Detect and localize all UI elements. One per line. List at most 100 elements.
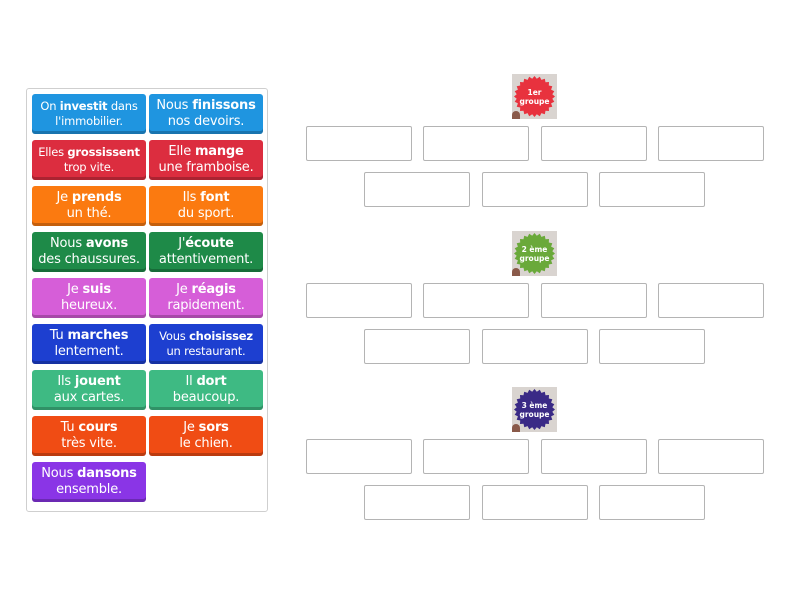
tile-verb: jouent xyxy=(74,374,121,389)
tile-complement: beaucoup. xyxy=(172,390,240,405)
tile-verb: dort xyxy=(196,374,227,389)
badge-2eme-groupe-icon xyxy=(514,233,555,274)
tile-subject: Elles xyxy=(38,145,68,159)
tile-complement: un restaurant. xyxy=(166,344,246,358)
tile-subject: Je xyxy=(56,190,72,205)
badge-1er-groupe-icon xyxy=(514,76,555,117)
drop-slot[interactable] xyxy=(482,485,588,520)
tile-subject: Vous xyxy=(159,329,190,343)
tile-complement: trop vite. xyxy=(63,160,115,174)
tile-verb: écoute xyxy=(185,236,234,251)
drop-slot[interactable] xyxy=(658,283,764,318)
avatar-icon xyxy=(512,268,520,276)
drop-slot[interactable] xyxy=(658,439,764,474)
tile-subject: Je xyxy=(67,282,83,297)
avatar-icon xyxy=(512,111,520,119)
tile-subject: Tu xyxy=(49,328,68,343)
drop-slot[interactable] xyxy=(364,485,470,520)
drop-slot[interactable] xyxy=(306,126,412,161)
tile-complement: une framboise. xyxy=(158,160,254,175)
drop-slot[interactable] xyxy=(364,329,470,364)
group-title-line2: groupe xyxy=(519,96,550,106)
tile-verb: investit xyxy=(59,99,108,113)
tile-verb: finissons xyxy=(192,98,256,113)
drop-slot[interactable] xyxy=(599,485,705,520)
group-title-line1: 2 ème xyxy=(521,244,548,254)
tile-verb: choisissez xyxy=(189,329,253,343)
tile-complement: rapidement. xyxy=(167,298,245,313)
tile-verb: prends xyxy=(71,190,122,205)
drop-slot[interactable] xyxy=(364,172,470,207)
tile-subject: Je xyxy=(176,282,192,297)
tile-verb: mange xyxy=(194,144,244,159)
tile-subject: Nous xyxy=(50,236,86,251)
tile-complement: aux cartes. xyxy=(53,390,125,405)
drop-slot[interactable] xyxy=(306,283,412,318)
drop-slot[interactable] xyxy=(423,283,529,318)
tile-verb: sors xyxy=(198,420,229,435)
tile-verb: marches xyxy=(67,328,129,343)
drop-slot[interactable] xyxy=(599,329,705,364)
drop-slot[interactable] xyxy=(599,172,705,207)
drop-slot[interactable] xyxy=(541,283,647,318)
tile-complement: un thé. xyxy=(66,206,112,221)
tile-verb: cours xyxy=(78,420,118,435)
drop-slot[interactable] xyxy=(658,126,764,161)
drop-slot[interactable] xyxy=(306,439,412,474)
group-title-line2: groupe xyxy=(519,253,550,263)
tile-subject: Elle xyxy=(168,144,195,159)
drop-slot[interactable] xyxy=(541,439,647,474)
drop-slot[interactable] xyxy=(482,172,588,207)
tile-subject: On xyxy=(40,99,60,113)
group-title-line1: 1er xyxy=(527,87,542,97)
drop-slot[interactable] xyxy=(541,126,647,161)
tile-subject: Tu xyxy=(60,420,79,435)
tile-complement: attentivement. xyxy=(158,252,254,267)
tile-complement: ensemble. xyxy=(56,482,122,497)
tile-subject: Il xyxy=(185,374,197,389)
tile-verb: font xyxy=(200,190,230,205)
tile-verb: dansons xyxy=(77,466,137,481)
tile-verb: avons xyxy=(85,236,128,251)
tile-complement: heureux. xyxy=(61,298,117,313)
drop-slot[interactable] xyxy=(423,439,529,474)
tile-subject: Je xyxy=(183,420,199,435)
avatar-icon xyxy=(512,424,520,432)
drop-slot[interactable] xyxy=(423,126,529,161)
tile-complement: le chien. xyxy=(179,436,233,451)
drop-slot[interactable] xyxy=(482,329,588,364)
tile-complement: l'immobilier. xyxy=(55,114,123,128)
